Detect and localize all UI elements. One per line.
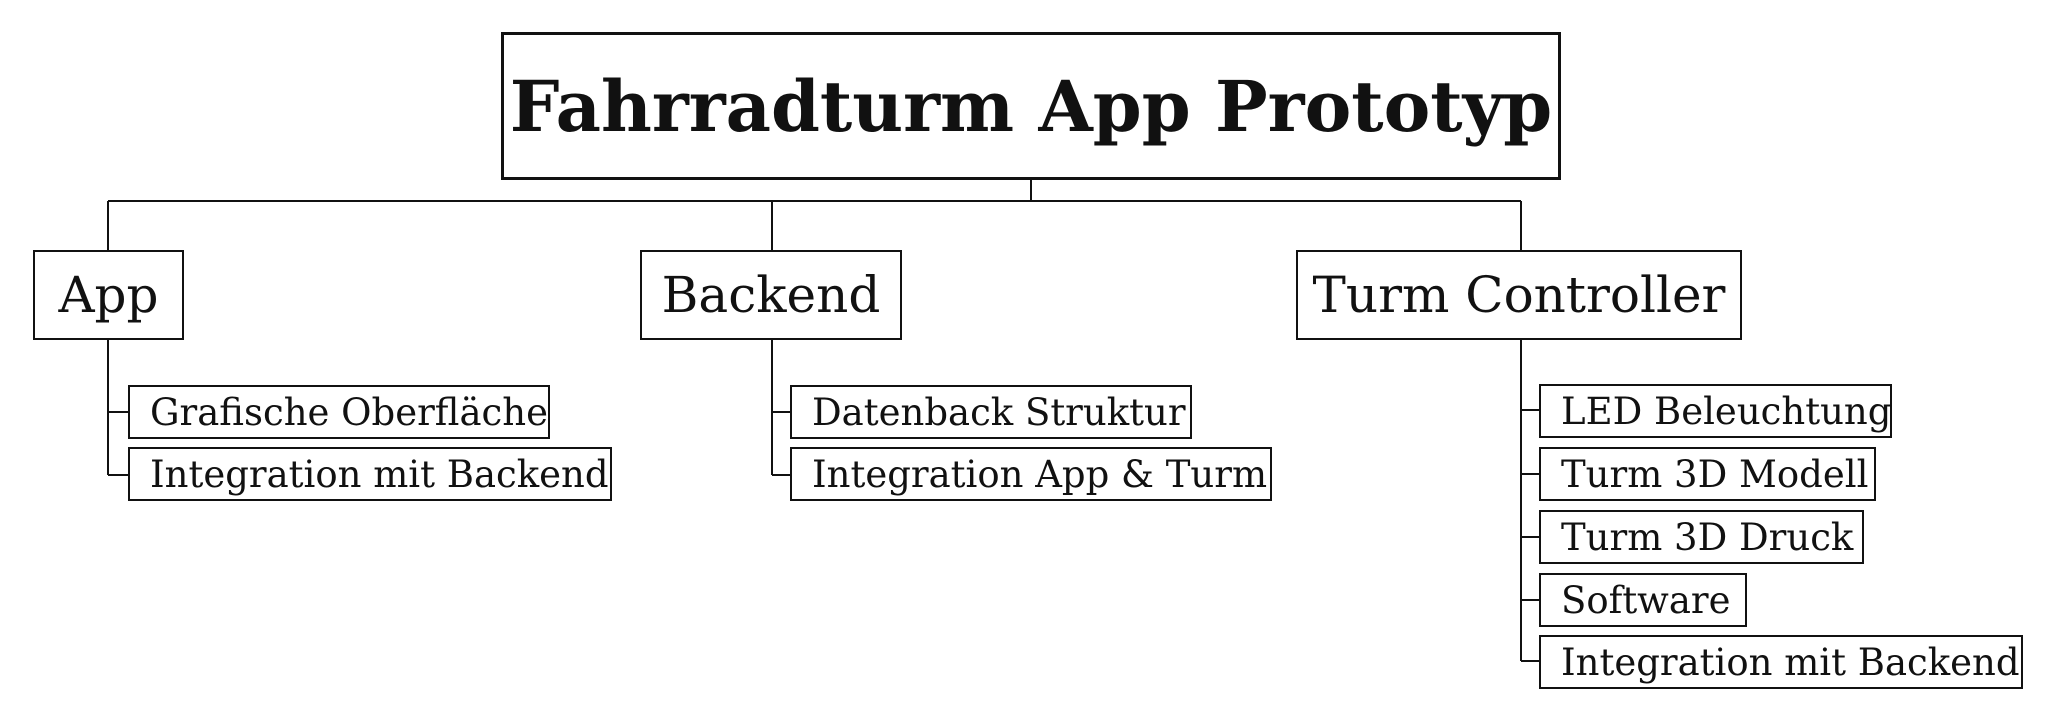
leaf-node-turm-3d-modell: Turm 3D Modell <box>1539 447 1876 501</box>
leaf-node-grafische-oberflaeche: Grafische Oberfläche <box>128 385 550 439</box>
leaf-node-turm-integration-backend: Integration mit Backend <box>1539 635 2023 689</box>
root-node-title: Fahrradturm App Prototyp <box>501 32 1561 180</box>
leaf-node-app-integration-backend: Integration mit Backend <box>128 447 612 501</box>
leaf-node-software: Software <box>1539 573 1747 627</box>
leaf-node-led-beleuchtung: LED Beleuchtung <box>1539 384 1892 438</box>
branch-node-backend: Backend <box>640 250 902 340</box>
branch-node-app: App <box>33 250 184 340</box>
leaf-node-integration-app-turm: Integration App & Turm <box>790 447 1272 501</box>
leaf-node-turm-3d-druck: Turm 3D Druck <box>1539 510 1864 564</box>
branch-node-turm-controller: Turm Controller <box>1296 250 1742 340</box>
leaf-node-datenback-struktur: Datenback Struktur <box>790 385 1192 439</box>
